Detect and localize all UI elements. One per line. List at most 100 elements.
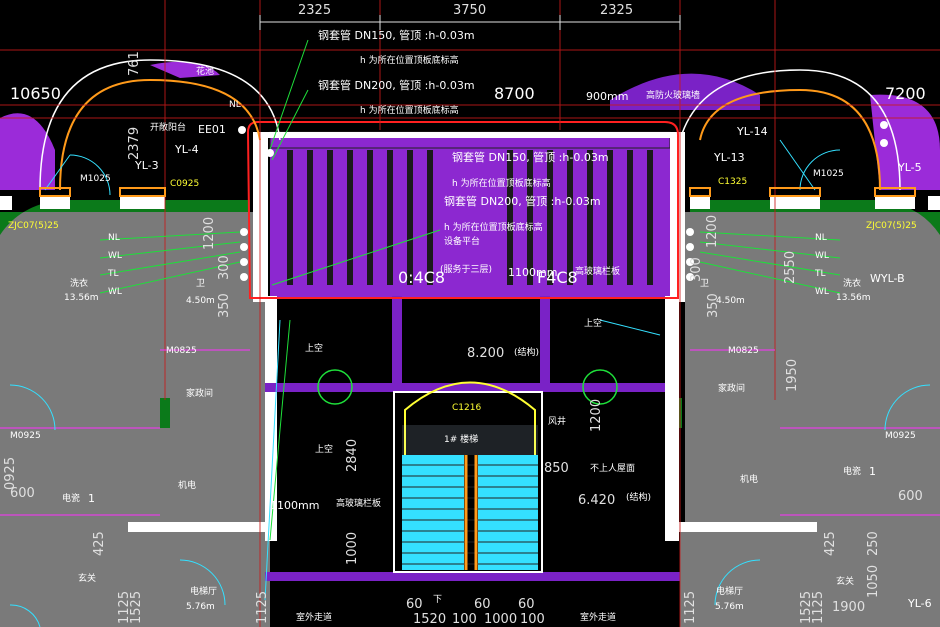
pipe-label-4: 钢套管 DN200, 管顶 :h-0.03m	[444, 195, 601, 208]
window-c0925-label: C0925	[170, 179, 200, 189]
dim-mid-span: 8700	[494, 84, 535, 103]
pipe-note-1: h 为所在位置顶板底标高	[360, 56, 459, 66]
yl14-label: YL-14	[737, 125, 768, 138]
platform-c8-note: (服务于三层)	[440, 265, 493, 275]
dim-1525-r: 1525	[799, 590, 814, 624]
elevator-hall-left: 电梯厅	[190, 587, 218, 597]
room-wc-right: 卫	[700, 279, 710, 289]
pipe-label-1: 钢套管 DN150, 管顶 :h-0.03m	[318, 29, 475, 42]
rail-glass-label-2: 高玻璃栏板	[336, 499, 382, 509]
stair-arch	[404, 381, 536, 455]
platform-f4c8-label: F4C8	[537, 268, 578, 287]
level-6420-note: (结构)	[626, 493, 652, 503]
window-c1216-label: C1216	[452, 403, 482, 413]
flower-bed-label: 花池	[196, 67, 215, 77]
platform-c8-label: 0:4C8	[398, 268, 446, 287]
pipe-circles	[238, 121, 888, 281]
wyl-b-label: WYL-B	[870, 272, 905, 285]
elec-right-num: 1	[869, 465, 876, 478]
door-m0925-left: M0925	[10, 431, 41, 441]
room-kitchen-left: 家政间	[186, 389, 214, 399]
pipe-tl-left: TL	[108, 269, 119, 279]
dim-350-b: 350	[706, 293, 721, 318]
open-balcony-label: 开敞阳台	[150, 123, 187, 133]
dim-0925: 0925	[3, 456, 18, 490]
equipment-platform	[270, 132, 670, 297]
dimension-lines	[259, 15, 681, 30]
room-left-small	[160, 212, 268, 532]
dim-850: 850	[544, 461, 569, 476]
zjc-left-label: ZJC07(5)25	[8, 221, 59, 231]
dim-1000-b: 1000	[484, 612, 518, 627]
dim-2840: 2840	[345, 438, 360, 472]
room-bottom-left	[0, 532, 270, 627]
pipe-label-2: 钢套管 DN200, 管顶 :h-0.03m	[318, 79, 475, 92]
height-900-label: 900mm	[586, 90, 629, 103]
dim-left-span: 10650	[10, 84, 61, 103]
platform-bottom-band	[270, 285, 670, 297]
pipe-nl-right: NL	[815, 233, 827, 243]
dim-1050: 1050	[866, 564, 881, 598]
stair-flight-left	[402, 455, 464, 570]
foyer-right: 玄关	[836, 577, 855, 587]
void-right-label: 上空	[584, 319, 603, 329]
dim-1950: 1950	[785, 358, 800, 392]
room-kitchen-right: 家政间	[718, 384, 746, 394]
purple-arc-top	[610, 73, 760, 110]
dim-1125-b: 1125	[255, 590, 270, 624]
pipe-well-left: 机电	[178, 481, 197, 491]
elevator-hall-left-area: 5.76m	[186, 602, 215, 612]
dim-600-b: 600	[898, 489, 923, 504]
no-access-roof-label: 不上人屋面	[590, 464, 636, 474]
dim-100-b: 100	[520, 612, 545, 627]
corridor-right: 室外走道	[580, 613, 617, 623]
zjc-right-label: ZJC07(5)25	[866, 221, 917, 231]
room-area-right: 13.56m	[836, 293, 871, 303]
yl5-label: YL-5	[898, 161, 922, 174]
elec-left-num: 1	[88, 492, 95, 505]
glass-wall-label: 高防火玻璃墙	[646, 91, 701, 101]
stair-flight-right	[478, 455, 538, 570]
yl3-label: YL-3	[135, 159, 159, 172]
yl13-label: YL-13	[714, 151, 745, 164]
dim-425-a: 425	[92, 531, 107, 556]
height-1100-label: 1100mm	[270, 499, 320, 512]
platform-1100-label: 1100mm	[508, 266, 558, 279]
foyer-left: 玄关	[78, 574, 97, 584]
void-left-label: 上空	[305, 344, 324, 354]
dim-top-2: 3750	[453, 3, 487, 18]
room-wc-area-right: 4.50m	[716, 296, 745, 306]
dim-100-a: 100	[452, 612, 477, 627]
pipe-wl-right-2: WL	[815, 287, 829, 297]
arc-left-inner	[59, 78, 261, 191]
pipe-wl-left-2: WL	[108, 287, 122, 297]
purple-beams	[265, 296, 680, 581]
elevator-hall-right: 电梯厅	[716, 587, 744, 597]
stairwell-frame	[393, 391, 543, 573]
dim-1000: 1000	[345, 531, 360, 565]
platform-rail-label: 高玻璃栏板	[575, 267, 621, 277]
column-marker-left	[317, 369, 353, 405]
room-left-laundry	[0, 212, 160, 532]
room-wc-area-left: 4.50m	[186, 296, 215, 306]
door-m0825-right: M0825	[728, 346, 759, 356]
equipment-platform-label: 设备平台	[444, 237, 481, 247]
pipe-wl-right-1: WL	[815, 251, 829, 261]
stair-down-label: 下	[433, 595, 443, 605]
pipe-tl-right: TL	[815, 269, 826, 279]
ee01-label: EE01	[198, 123, 226, 136]
magenta-lines	[0, 349, 940, 516]
pipe-note-4: h 为所在位置顶板底标高	[444, 223, 543, 233]
dim-60-a: 60	[406, 597, 423, 612]
window-marks	[39, 187, 916, 197]
stair-label: 1# 楼梯	[444, 435, 479, 445]
window-c1325-label: C1325	[718, 177, 748, 187]
dim-1520: 1520	[413, 612, 447, 627]
purple-arc-left-small	[150, 61, 220, 78]
door-m0825-left: M0825	[166, 346, 197, 356]
door-m0925-right: M0925	[885, 431, 916, 441]
pipe-note-3: h 为所在位置顶板底标高	[452, 179, 551, 189]
